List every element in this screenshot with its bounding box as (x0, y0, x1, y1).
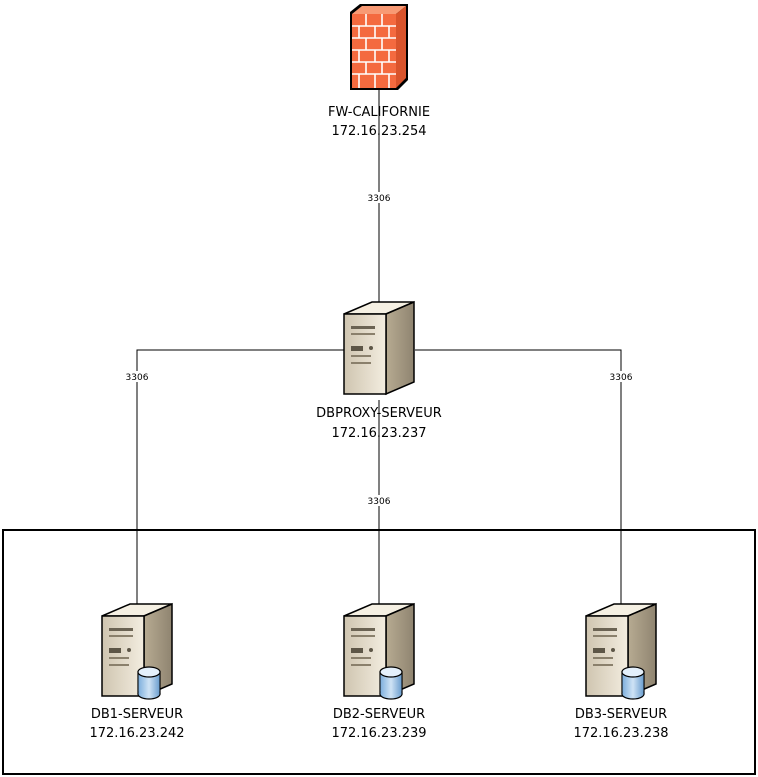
db3-server-icon (585, 603, 657, 700)
proxy-ip: 172.16.23.237 (331, 426, 426, 441)
port-label-proxy-db1: 3306 (126, 373, 149, 383)
db3-ip: 172.16.23.238 (573, 726, 668, 741)
db2-ip: 172.16.23.239 (331, 726, 426, 741)
link-proxy-db1 (136, 349, 345, 610)
database-icon (621, 666, 645, 700)
database-icon (379, 666, 403, 700)
port-label-fw-proxy: 3306 (368, 194, 391, 204)
firewall-ip: 172.16.23.254 (331, 124, 426, 139)
port-label-proxy-db3: 3306 (610, 373, 633, 383)
db1-name: DB1-SERVEUR (91, 707, 183, 722)
db1-server-icon (101, 603, 173, 700)
firewall-name: FW-CALIFORNIE (328, 105, 430, 120)
db2-name: DB2-SERVEUR (333, 707, 425, 722)
database-icon (137, 666, 161, 700)
firewall-icon (350, 4, 408, 90)
db3-name: DB3-SERVEUR (575, 707, 667, 722)
proxy-server-icon (343, 301, 415, 395)
port-label-proxy-db2: 3306 (368, 497, 391, 507)
db2-server-icon (343, 603, 415, 700)
proxy-name: DBPROXY-SERVEUR (316, 406, 442, 421)
db1-ip: 172.16.23.242 (89, 726, 184, 741)
link-proxy-db3 (415, 349, 622, 610)
